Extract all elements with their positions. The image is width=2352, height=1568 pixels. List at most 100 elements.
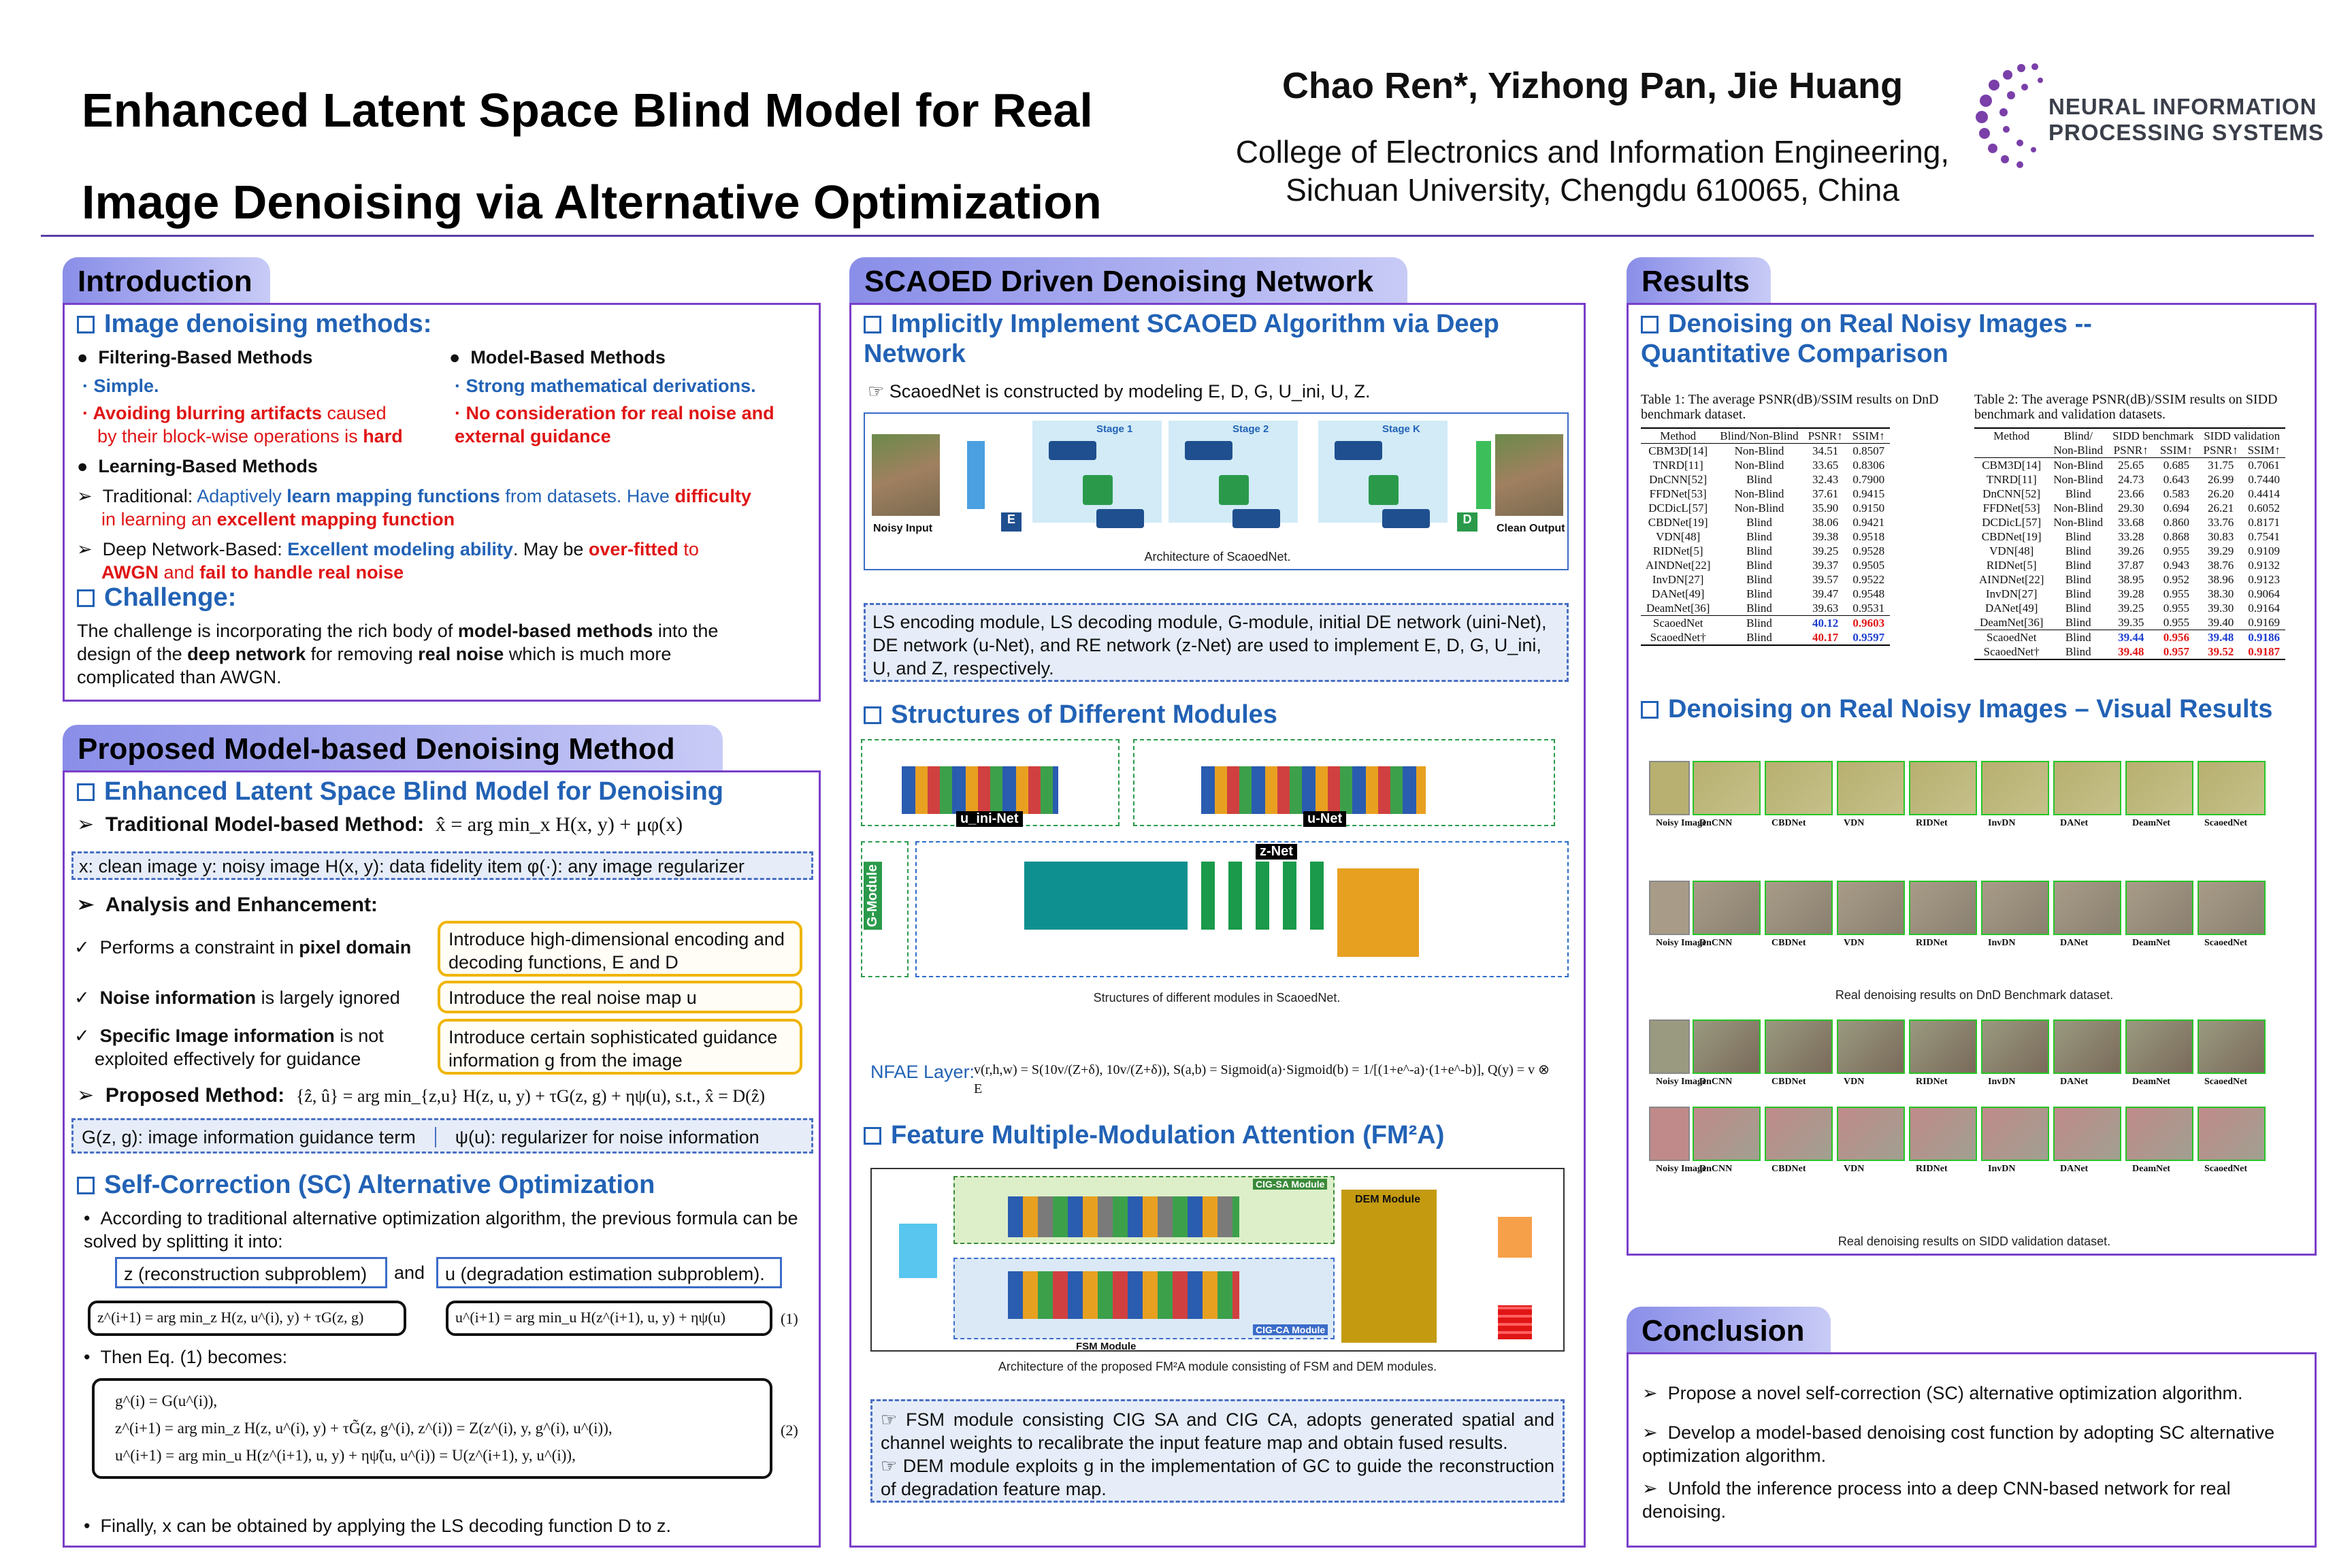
table-cell: 38.76 bbox=[2207, 559, 2234, 572]
sc-heading: Self-Correction (SC) Alternative Optimiz… bbox=[77, 1170, 655, 1200]
table-cell: 0.7440 bbox=[2248, 473, 2281, 486]
learning-block: ● Learning-Based Methods ➢ Traditional: … bbox=[77, 456, 751, 583]
table-cell: AINDNet[22] bbox=[1646, 559, 1711, 572]
table-cell: Non-Blind bbox=[2053, 444, 2104, 457]
table-cell: Blind bbox=[2065, 544, 2091, 557]
result-thumb bbox=[1693, 1019, 1761, 1074]
table-cell: 0.9123 bbox=[2248, 573, 2281, 586]
table-cell: 38.96 bbox=[2207, 573, 2234, 586]
fsm-label: FSM Module bbox=[1076, 1341, 1137, 1352]
table-cell: ScaoedNet bbox=[1986, 631, 2037, 644]
table-cell: DnCNN[52] bbox=[1982, 487, 2041, 500]
guidance-g bbox=[1498, 1305, 1532, 1339]
challenge-heading: Challenge: bbox=[77, 583, 236, 612]
fm2arb-block bbox=[1024, 862, 1188, 930]
table-cell: 0.7061 bbox=[2248, 459, 2281, 472]
equation-z: z^(i+1) = arg min_z H(z, u^(i), y) + τG(… bbox=[88, 1301, 406, 1336]
fm2a-figure: CIG-SA Module CIG-CA Module FSM Module D… bbox=[870, 1168, 1565, 1352]
table-cell: Blind bbox=[1746, 473, 1772, 486]
table-cell: 39.47 bbox=[1812, 587, 1839, 600]
result-thumb bbox=[2053, 761, 2121, 815]
method-label: DANet bbox=[2060, 1077, 2089, 1087]
section-heading: Denoising on Real Noisy Images -- Quanti… bbox=[1641, 310, 2092, 368]
result-thumb bbox=[1981, 1019, 2049, 1074]
results-panel: Denoising on Real Noisy Images -- Quanti… bbox=[1627, 303, 2317, 1256]
u-net-block-2 bbox=[1185, 441, 1232, 460]
conclusion-2: ➢ Develop a model-based denoising cost f… bbox=[1642, 1422, 2275, 1466]
method-label: ScaoedNet bbox=[2204, 1164, 2247, 1174]
result-thumb bbox=[1909, 1019, 1977, 1074]
method-label: DeamNet bbox=[2132, 938, 2170, 948]
method-label: Noisy Image bbox=[1656, 1077, 1707, 1087]
g-module-block-2 bbox=[1219, 475, 1249, 505]
conclusion-panel: ➢ Propose a novel self-correction (SC) a… bbox=[1627, 1352, 2317, 1548]
table-cell: 39.35 bbox=[2118, 616, 2144, 629]
table-cell: ScaoedNet† bbox=[1983, 645, 2040, 658]
method-label: InvDN bbox=[1988, 818, 2016, 828]
method-label: DANet bbox=[2060, 1164, 2089, 1174]
table-cell: 0.956 bbox=[2163, 631, 2190, 644]
table-cell: 40.17 bbox=[1812, 631, 1839, 644]
table-cell: 0.9548 bbox=[1852, 587, 1885, 600]
result-thumb bbox=[1909, 1107, 1977, 1161]
method-label: Noisy Image bbox=[1656, 938, 1707, 948]
method-label: InvDN bbox=[1988, 1077, 2016, 1087]
table-cell: 0.8306 bbox=[1852, 459, 1885, 472]
table-cell: InvDN[27] bbox=[1985, 587, 2038, 600]
fm2a-caption: Architecture of the proposed FM²A module… bbox=[998, 1360, 1437, 1373]
subproblem-z: z (reconstruction subproblem) bbox=[115, 1257, 387, 1288]
table-cell: 39.40 bbox=[2207, 616, 2234, 629]
table-cell: PSNR↑ bbox=[1808, 429, 1843, 442]
table-cell: SSIM↑ bbox=[1852, 429, 1885, 442]
method-label: Noisy Image bbox=[1656, 818, 1707, 828]
affiliation: College of Electronics and Information E… bbox=[1235, 134, 1950, 208]
table-2-caption: Table 2: The average PSNR(dB)/SSIM resul… bbox=[1974, 392, 2278, 422]
method-label: InvDN bbox=[1988, 1164, 2016, 1174]
section-heading: Image denoising methods: bbox=[77, 309, 431, 339]
table-cell: 34.51 bbox=[1812, 444, 1839, 457]
table-cell: 39.29 bbox=[2207, 544, 2234, 557]
model-block: ● Model-Based Methods · Strong mathemati… bbox=[449, 347, 774, 446]
table-cell: 0.9164 bbox=[2248, 602, 2281, 615]
table-cell: DeamNet[36] bbox=[1646, 602, 1710, 615]
eq-number-1: (1) bbox=[781, 1310, 798, 1327]
table-cell: DCDicL[57] bbox=[1648, 502, 1708, 514]
introduction-panel: Image denoising methods: ● Filtering-Bas… bbox=[63, 303, 821, 702]
table-cell: Non-Blind bbox=[1734, 502, 1784, 514]
table-cell: DnCNN[52] bbox=[1649, 473, 1708, 486]
table-cell: 26.99 bbox=[2207, 473, 2234, 486]
table-cell: 0.9109 bbox=[2248, 544, 2281, 557]
table-cell: SSIM↑ bbox=[2247, 444, 2281, 457]
neurips-logo-icon bbox=[1976, 63, 2043, 168]
table-cell: Blind bbox=[1746, 544, 1772, 557]
conclusion-3: ➢ Unfold the inference process into a de… bbox=[1642, 1478, 2231, 1522]
fm2a-heading: Feature Multiple-Modulation Attention (F… bbox=[864, 1120, 1444, 1150]
proposed-method: ➢ Proposed Method: {ẑ, û} = arg min_{z,u… bbox=[77, 1084, 766, 1107]
table-cell: 0.955 bbox=[2163, 587, 2190, 600]
final-text: • Finally, x can be obtained by applying… bbox=[84, 1516, 671, 1536]
z-net-structure bbox=[915, 841, 1569, 977]
table-cell: Method bbox=[1993, 429, 2030, 442]
method-label: RIDNet bbox=[1916, 1164, 1948, 1174]
table-cell: 0.7541 bbox=[2248, 530, 2281, 543]
table-cell: 31.75 bbox=[2207, 459, 2234, 472]
section-heading: Enhanced Latent Space Blind Model for De… bbox=[77, 777, 723, 806]
table-cell: Non-Blind bbox=[2053, 502, 2104, 514]
z-net-label: z-Net bbox=[1256, 844, 1297, 860]
result-thumb bbox=[1837, 1107, 1905, 1161]
input-feature-map bbox=[899, 1224, 937, 1278]
result-thumb bbox=[2053, 881, 2121, 935]
result-thumb bbox=[2125, 1019, 2193, 1074]
uini-net-label: u_ini-Net bbox=[956, 811, 1023, 827]
table-cell: 0.9603 bbox=[1852, 617, 1885, 630]
table-cell: Non-Blind bbox=[2053, 516, 2104, 529]
table-cell: 37.61 bbox=[1812, 487, 1839, 500]
